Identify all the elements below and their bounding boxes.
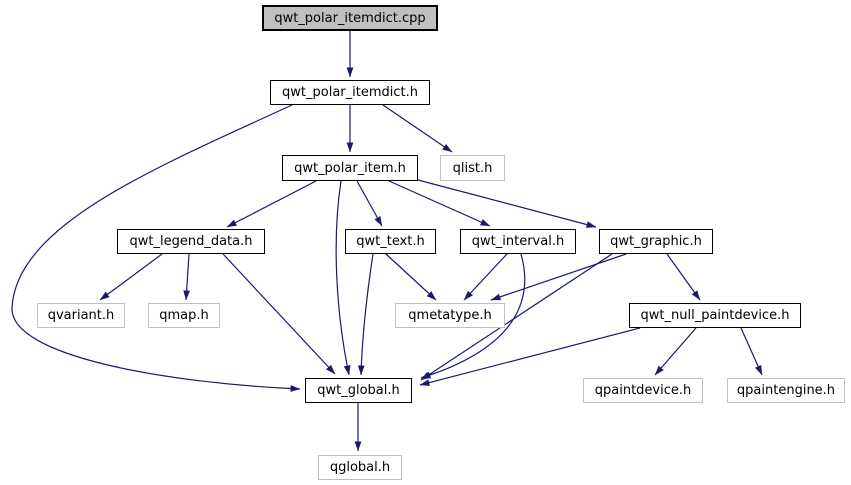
- edge-graphic-h-to-global-h: [420, 253, 613, 381]
- edge-graphic-h-to-qmetatype-h: [490, 253, 627, 301]
- edge-text-h-to-qmetatype-h: [385, 253, 437, 301]
- edge-polar-item-h-to-interval-h: [388, 180, 491, 227]
- edge-null-paintdevice-h-to-qpaintdevice-h: [654, 327, 697, 376]
- node-qlist-h: qlist.h: [440, 155, 505, 181]
- node-qwt-legend-data-h[interactable]: qwt_legend_data.h: [117, 229, 265, 254]
- node-qmap-h: qmap.h: [148, 303, 220, 328]
- edge-legend-data-h-to-global-h: [222, 253, 336, 375]
- node-qwt-global-h[interactable]: qwt_global.h: [305, 378, 412, 403]
- edge-null-paintdevice-h-to-global-h: [419, 327, 641, 386]
- node-qpaintdevice-h: qpaintdevice.h: [583, 378, 703, 403]
- edge-null-paintdevice-h-to-qpaintengine-h: [740, 327, 763, 376]
- node-qvariant-h: qvariant.h: [37, 303, 125, 328]
- edge-polar-item-h-to-text-h: [356, 180, 383, 227]
- edge-polar-item-h-to-graphic-h: [417, 179, 597, 228]
- edge-itemdict-h-to-qlist-h: [382, 104, 453, 153]
- node-qpaintengine-h: qpaintengine.h: [727, 378, 845, 403]
- edge-polar-item-h-to-legend-data-h: [226, 180, 317, 228]
- node-qwt-interval-h[interactable]: qwt_interval.h: [460, 229, 576, 254]
- node-qglobal-h: qglobal.h: [318, 455, 402, 480]
- node-qwt-null-paintdevice-h[interactable]: qwt_null_paintdevice.h: [629, 303, 801, 328]
- edge-interval-h-to-global-h: [420, 253, 526, 379]
- edge-graphic-h-to-null-paintdevice-h: [666, 253, 701, 301]
- node-qwt-polar-item-h[interactable]: qwt_polar_item.h: [282, 155, 418, 181]
- edge-interval-h-to-qmetatype-h: [463, 253, 508, 301]
- node-qwt-text-h[interactable]: qwt_text.h: [345, 229, 436, 254]
- node-qmetatype-h: qmetatype.h: [395, 303, 505, 328]
- edge-itemdict-h-to-global-h: [11, 104, 301, 392]
- edge-legend-data-h-to-qvariant-h: [99, 253, 163, 301]
- edge-text-h-to-global-h: [357, 253, 374, 376]
- edge-legend-data-h-to-qmap-h: [183, 253, 191, 301]
- edge-polar-item-h-to-global-h: [335, 180, 351, 376]
- node-qwt-polar-itemdict-cpp: qwt_polar_itemdict.cpp: [262, 5, 438, 31]
- node-qwt-graphic-h[interactable]: qwt_graphic.h: [599, 229, 713, 254]
- node-qwt-polar-itemdict-h[interactable]: qwt_polar_itemdict.h: [270, 80, 430, 105]
